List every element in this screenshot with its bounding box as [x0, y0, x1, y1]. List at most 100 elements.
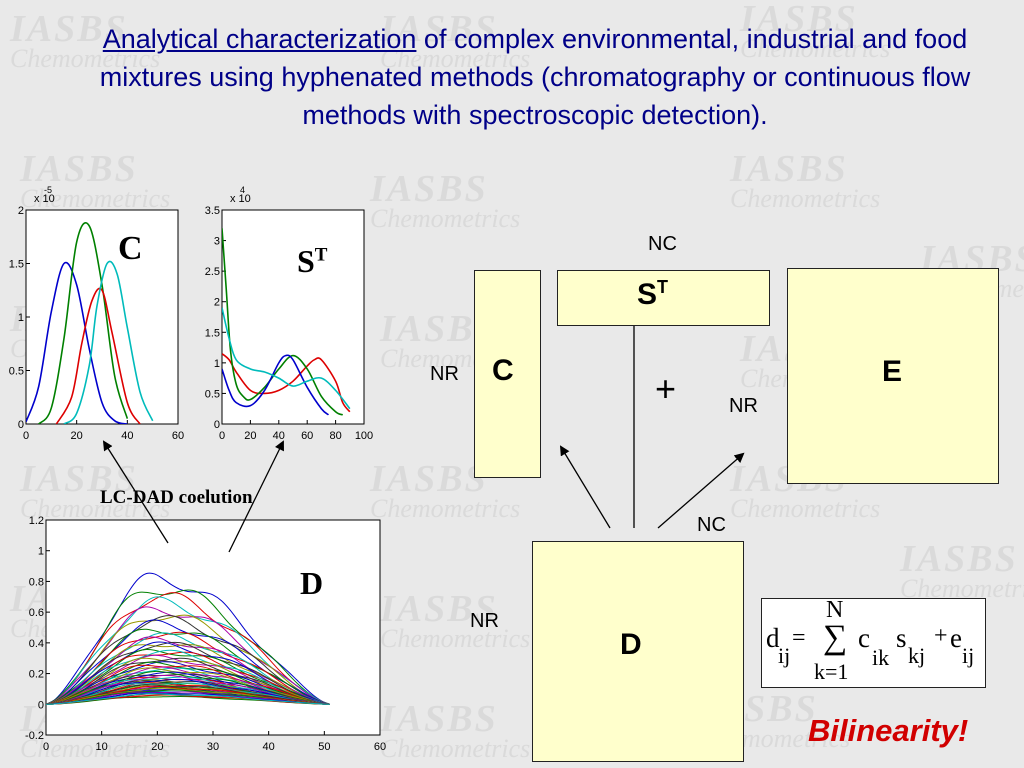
y-tick-label: 0	[18, 419, 24, 431]
series-line	[46, 657, 330, 705]
series-line	[46, 676, 330, 705]
x-tick-label: 40	[263, 741, 275, 753]
watermark-iasbs: IASBS	[370, 168, 488, 210]
x-tick-label: 20	[244, 430, 256, 442]
series-line	[46, 592, 331, 705]
y-tick-label: 1	[214, 358, 220, 370]
arrow-to-c-box	[559, 445, 611, 529]
x-tick-label: 50	[318, 741, 330, 753]
formula-e: e	[950, 623, 962, 653]
watermark-iasbs: IASBS	[380, 698, 498, 740]
bilinear-formula: d ij = N ∑ k=1 c ik s kj + e ij	[761, 597, 986, 688]
y-tick-label: 0.5	[9, 366, 24, 378]
series-line	[46, 596, 331, 705]
watermark-iasbs: IASBS	[740, 0, 858, 40]
watermark-iasbs: IASBS	[380, 588, 498, 630]
watermark-chemometrics: Chemometrics	[370, 494, 521, 523]
d-matrix-box	[532, 541, 744, 762]
y-tick-label: 2	[18, 205, 24, 217]
series-line	[55, 287, 141, 424]
nc-label-top: NC	[648, 233, 677, 255]
formula-s: s	[896, 623, 907, 653]
page-title: Analytical characterization of complex e…	[80, 20, 990, 134]
arrow-to-c-chart	[102, 440, 169, 544]
chart-d-title: D	[300, 565, 324, 601]
y-tick-label: -0.2	[25, 730, 44, 742]
series-line	[46, 664, 330, 705]
watermark-iasbs: IASBS	[370, 458, 488, 500]
c-matrix-box	[474, 270, 541, 478]
y-tick-label: 3.5	[205, 205, 220, 217]
x-tick-label: 40	[273, 430, 285, 442]
y-tick-label: 1	[38, 546, 44, 558]
lc-dad-label: LC-DAD coelution	[100, 487, 253, 508]
watermark-iasbs: IASBS	[900, 538, 1018, 580]
series-line	[46, 572, 331, 705]
watermark-iasbs: IASBS	[20, 458, 138, 500]
st-matrix-label-base: S	[637, 278, 658, 311]
series-line	[38, 222, 129, 424]
formula-d: d	[766, 623, 780, 653]
y-tick-label: 0.5	[205, 388, 220, 400]
x-tick-label: 60	[374, 741, 386, 753]
watermark-iasbs: IASBS	[20, 148, 138, 190]
series-line	[222, 228, 344, 416]
series-line	[26, 261, 128, 424]
formula-sum-bottom: k=1	[814, 659, 849, 684]
formula-c-sub: ik	[872, 645, 890, 670]
watermark-chemometrics: Chemometrics	[20, 734, 171, 763]
x-tick-label: 0	[219, 430, 225, 442]
x-tick-label: 20	[71, 430, 83, 442]
bilinearity-label: Bilinearity!	[808, 713, 969, 748]
e-matrix-box	[787, 268, 999, 484]
title-rest: of complex environmental, industrial and…	[99, 24, 971, 130]
series-line	[63, 260, 154, 424]
y-tick-label: 0.8	[29, 576, 44, 588]
chart-st-title-sup: T	[314, 244, 328, 266]
y-tick-label: 0	[38, 699, 44, 711]
watermark-chemometrics: Chemometrics	[900, 574, 1024, 603]
chart-c-title: C	[118, 230, 143, 267]
exponent-power: -5	[44, 185, 52, 195]
exponent-power: 4	[240, 185, 245, 195]
series-line	[46, 661, 330, 705]
x-tick-label: 10	[96, 741, 108, 753]
x-tick-label: 30	[207, 741, 219, 753]
series-line	[222, 354, 330, 416]
series-line	[222, 353, 351, 413]
c-matrix-label: C	[492, 354, 514, 387]
x-tick-label: 80	[329, 430, 341, 442]
formula-e-sub: ij	[962, 643, 975, 668]
watermark-chemometrics: Chemometrics	[20, 494, 171, 523]
y-tick-label: 2.5	[205, 266, 220, 278]
series-group	[46, 572, 331, 705]
watermark-chemometrics: Chemometrics	[10, 44, 161, 73]
series-group	[26, 222, 154, 424]
y-tick-label: 0.4	[29, 638, 44, 650]
watermark-chemometrics: Chemometrics	[20, 184, 171, 213]
series-line	[46, 651, 330, 705]
nr-label-bottom: NR	[470, 610, 499, 632]
y-tick-label: 3	[214, 236, 220, 248]
watermark-iasbs: IASBS	[730, 148, 848, 190]
watermark-chemometrics: Chemometrics	[380, 734, 531, 763]
nr-label-right: NR	[729, 395, 758, 417]
formula-sum: ∑	[823, 619, 848, 656]
plot-area	[221, 209, 365, 425]
series-group	[222, 228, 351, 416]
exponent-label: x 10	[34, 193, 55, 205]
series-line	[222, 307, 351, 410]
y-tick-label: 0	[214, 419, 220, 431]
formula-s-sub: kj	[908, 643, 926, 668]
series-line	[46, 682, 330, 705]
